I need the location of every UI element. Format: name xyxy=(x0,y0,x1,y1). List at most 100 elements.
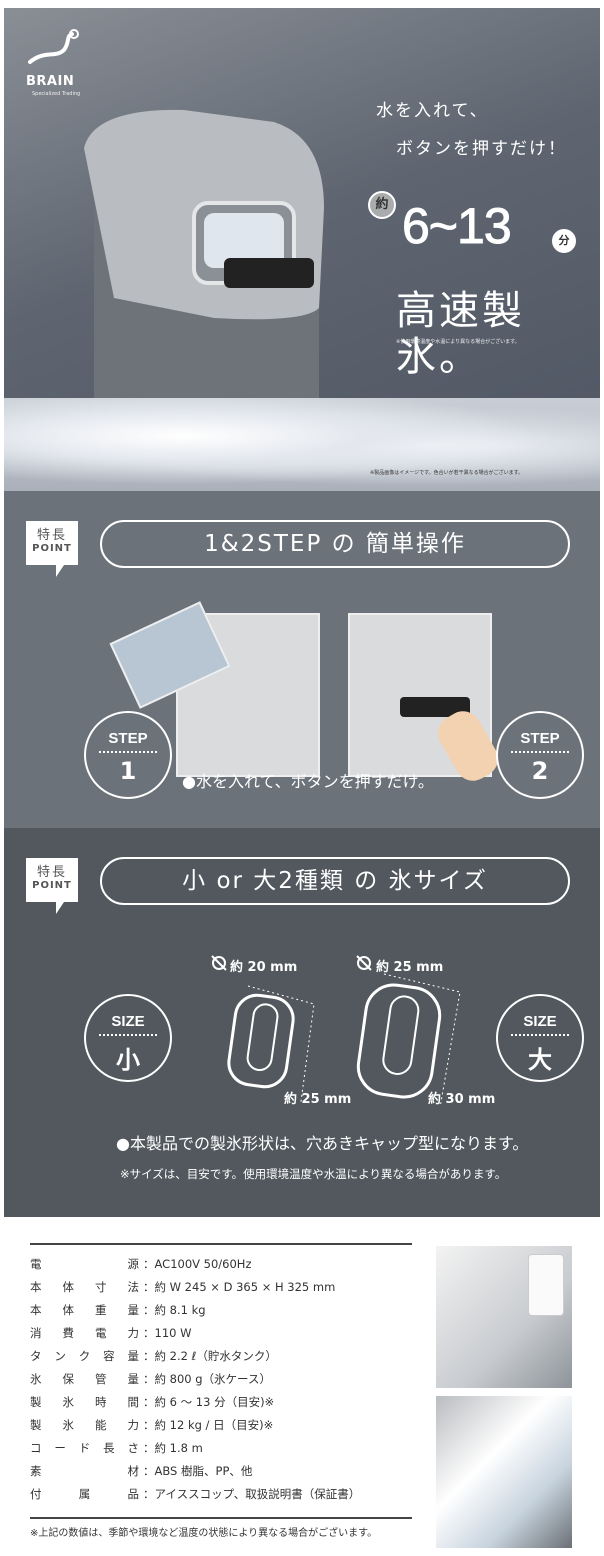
separator: ： xyxy=(143,1464,155,1478)
spec-key: 本体寸法 xyxy=(30,1276,143,1299)
spec-key: コード長さ xyxy=(30,1437,143,1460)
size-large-badge: SIZE 大 xyxy=(496,994,584,1082)
spec-key-char: 氷 xyxy=(62,1418,75,1432)
size-value: 小 xyxy=(116,1046,140,1074)
point-tag-en: POINT xyxy=(32,543,72,554)
finger-image xyxy=(431,704,505,788)
separator: ： xyxy=(143,1326,155,1340)
spec-key-char: 容 xyxy=(103,1349,115,1363)
step-number: 1 xyxy=(119,757,137,785)
logo-name: BRAIN xyxy=(26,74,75,89)
spec-key-char: 体 xyxy=(62,1303,75,1317)
spec-row: コード長さ：約 1.8 m xyxy=(30,1437,412,1460)
section-title: 1&2STEP の 簡単操作 xyxy=(100,520,570,568)
separator: ： xyxy=(143,1487,155,1501)
spec-key-char: ン xyxy=(54,1349,66,1363)
separator: ： xyxy=(143,1441,155,1455)
spec-row: 消 費 電 力：110 W xyxy=(30,1322,412,1345)
catch-line-2: ボタンを押すだけ！ xyxy=(396,139,567,159)
separator: ： xyxy=(143,1303,155,1317)
step2-illustration xyxy=(348,613,505,788)
spec-key-char: 素 xyxy=(30,1464,42,1478)
product-photo-pouring xyxy=(436,1246,572,1388)
spec-row: 素材：ABS 樹脂、PP、他 xyxy=(30,1460,412,1483)
spec-key-char: 量 xyxy=(127,1349,140,1363)
brain-logo-icon xyxy=(28,29,79,64)
separator: ： xyxy=(143,1349,155,1363)
spec-key-char: さ xyxy=(127,1441,140,1455)
spec-value: 約 W 245 × D 365 × H 325 mm xyxy=(154,1280,336,1294)
spec-key-char: 保 xyxy=(62,1372,75,1386)
ice-pile-image xyxy=(4,398,600,491)
spec-value: アイススコップ、取扱説明書（保証書） xyxy=(154,1487,361,1501)
separator: ： xyxy=(143,1257,155,1271)
spec-key-char: コ xyxy=(30,1441,42,1455)
ice-maker-image xyxy=(84,109,324,408)
spec-key: 付属品 xyxy=(30,1483,143,1506)
spec-row: 製氷能力：約 12 kg / 日（目安)※ xyxy=(30,1414,412,1437)
step-caption: ●水を入れて、ボタンを押すだけ。 xyxy=(182,772,434,791)
small-height: 約 25 mm xyxy=(284,1092,352,1107)
spec-key-char: 力 xyxy=(127,1326,140,1340)
spec-key: 消費電力 xyxy=(30,1322,143,1345)
spec-row: 製氷時間：約 6 ～ 13 分（目安)※ xyxy=(30,1391,412,1414)
spec-key-char: 法 xyxy=(127,1280,140,1294)
spec-key-char: 氷 xyxy=(62,1395,75,1409)
spec-key: 素材 xyxy=(30,1460,143,1483)
spec-value: 約 12 kg / 日（目安)※ xyxy=(154,1418,274,1432)
spec-key-char: 管 xyxy=(95,1372,107,1386)
spec-key: 本体重量 xyxy=(30,1299,143,1322)
time-range: 6~13 xyxy=(402,198,513,255)
product-photo-ice-inside xyxy=(436,1396,572,1548)
spec-key-char: ド xyxy=(78,1441,91,1455)
spec-key-char: 量 xyxy=(127,1303,140,1317)
spec-key-char: タ xyxy=(30,1349,42,1363)
spec-key-char: 付 xyxy=(30,1487,42,1501)
step-label: STEP xyxy=(108,730,148,747)
spec-key-char: 品 xyxy=(127,1487,140,1501)
spec-key-char: 消 xyxy=(30,1326,42,1340)
size-value: 大 xyxy=(528,1046,552,1074)
spec-value: 110 W xyxy=(154,1326,192,1340)
point-tag-jp: 特長 xyxy=(36,865,67,880)
ice-shape-diagram xyxy=(227,973,461,1104)
spec-key: タンク容量 xyxy=(30,1345,143,1368)
spec-key-char: 寸 xyxy=(95,1280,107,1294)
spec-key-char: 属 xyxy=(78,1487,91,1501)
section-title: 小 or 大2種類 の 氷サイズ xyxy=(100,857,570,905)
separator: ： xyxy=(143,1280,155,1294)
spec-key-char: 時 xyxy=(95,1395,107,1409)
large-height: 約 30 mm xyxy=(428,1092,496,1107)
logo-tagline: Specialized Trading xyxy=(32,91,81,97)
spec-value: 約 8.1 kg xyxy=(154,1303,206,1317)
spec-key-char: 力 xyxy=(127,1418,140,1432)
spec-key-char: 費 xyxy=(62,1326,75,1340)
separator: ： xyxy=(143,1418,155,1432)
spec-row: タンク容量：約 2.2 ℓ（貯水タンク） xyxy=(30,1345,412,1368)
spec-value: 約 2.2 ℓ（貯水タンク） xyxy=(154,1349,277,1363)
step1-badge: STEP 1 xyxy=(84,711,172,799)
spec-key: 電源 xyxy=(30,1253,143,1276)
large-diameter: 約 25 mm xyxy=(376,960,444,975)
spec-key-char: 製 xyxy=(30,1418,42,1432)
spec-key-char: 氷 xyxy=(30,1372,42,1386)
spec-key-char: ー xyxy=(54,1441,66,1455)
diameter-icon xyxy=(211,955,227,971)
spec-value: AC100V 50/60Hz xyxy=(154,1257,252,1271)
spec-key: 氷保管量 xyxy=(30,1368,143,1391)
spec-key-char: 電 xyxy=(95,1326,107,1340)
spec-key-char: 本 xyxy=(30,1280,42,1294)
spec-row: 付 属 品：アイススコップ、取扱説明書（保証書） xyxy=(30,1483,412,1506)
diameter-icon xyxy=(356,955,372,971)
spec-row: 本 体 寸 法：約 W 245 × D 365 × H 325 mm xyxy=(30,1276,412,1299)
point-tag-jp: 特長 xyxy=(36,528,67,543)
spec-key-char: 体 xyxy=(62,1280,75,1294)
catch-line-1: 水を入れて、 xyxy=(376,101,489,121)
size-label: SIZE xyxy=(523,1013,557,1030)
headline-note: ※使用環境温度や水温により異なる場合がございます。 xyxy=(396,339,520,345)
